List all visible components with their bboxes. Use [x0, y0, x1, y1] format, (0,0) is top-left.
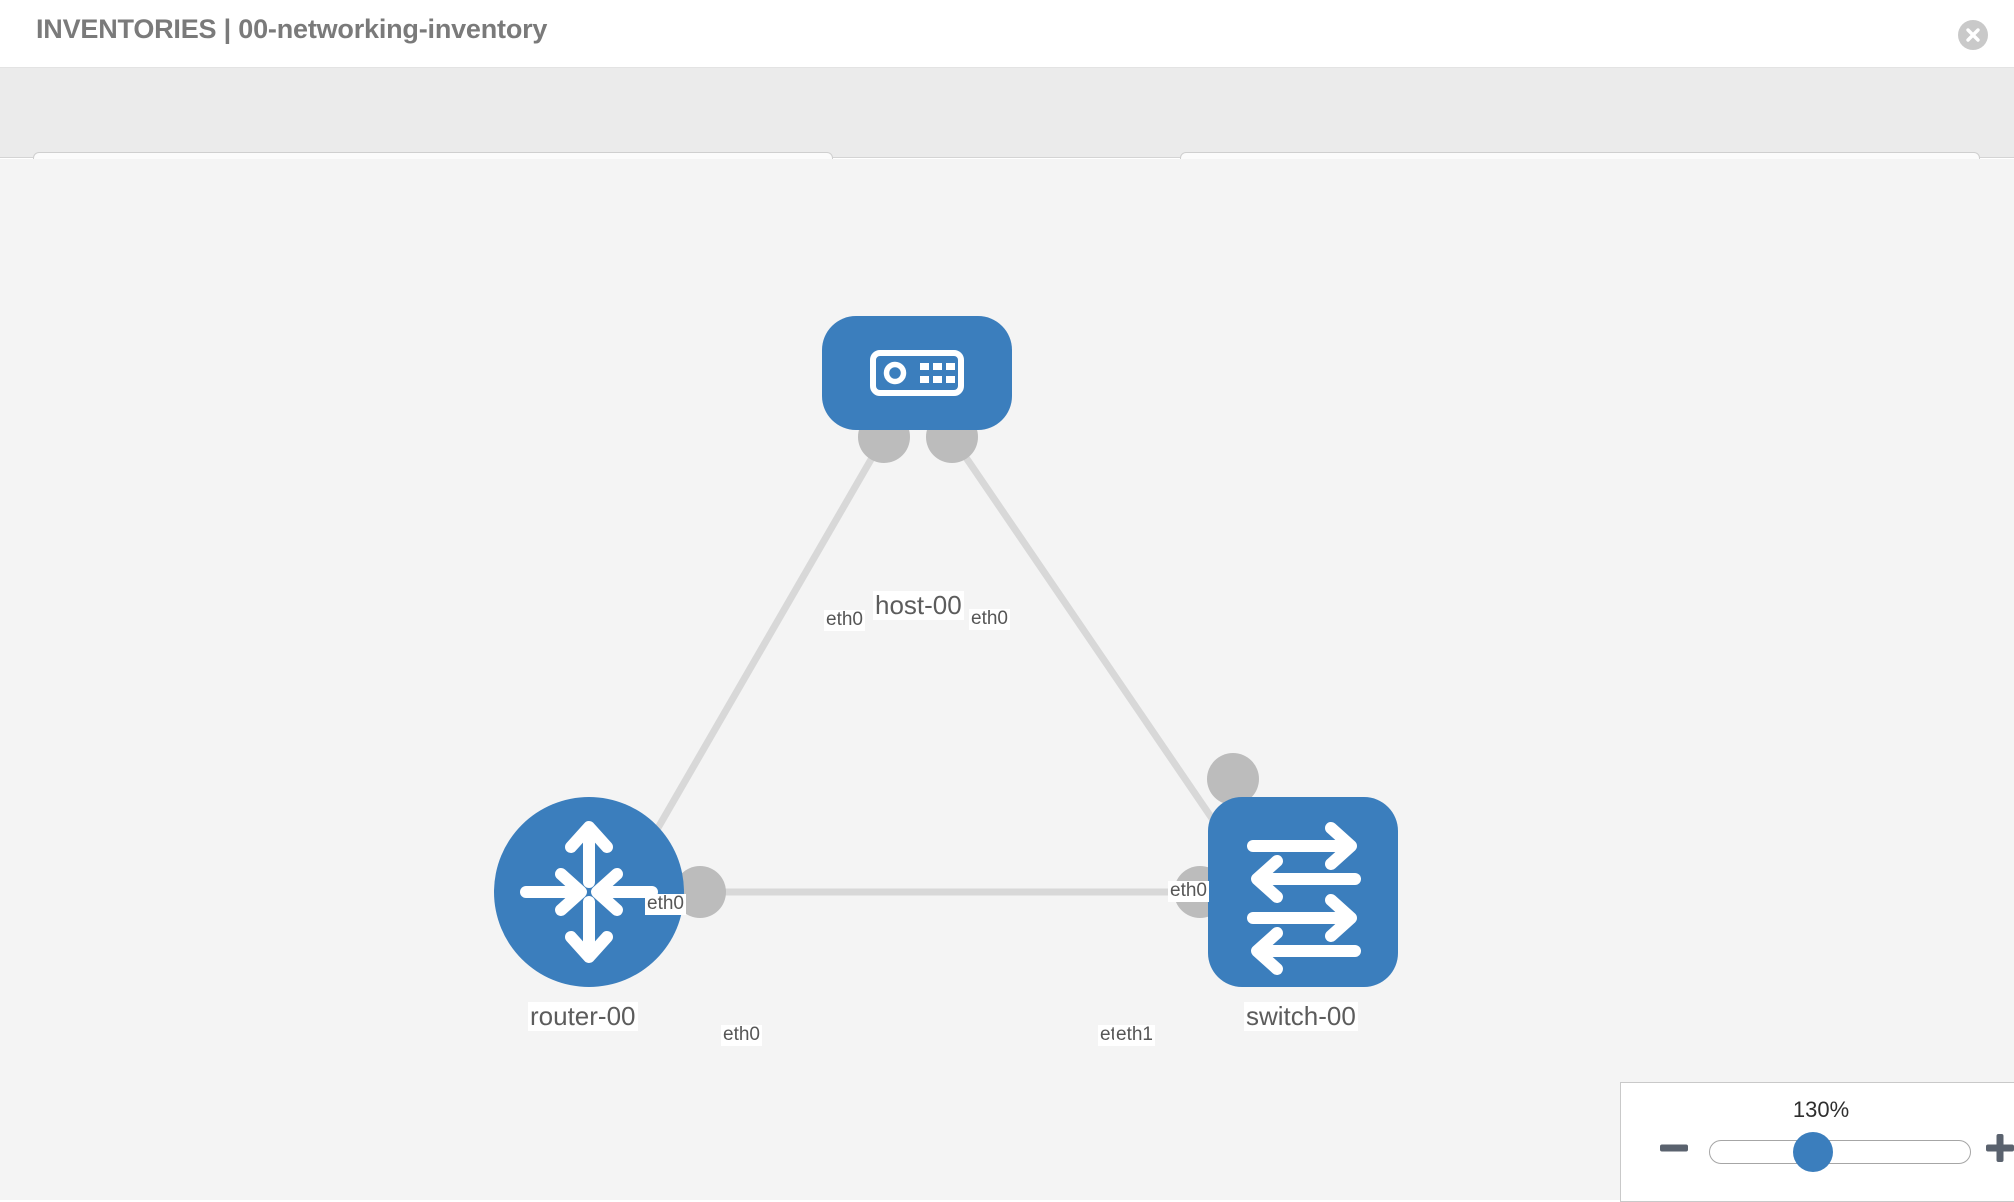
node-switch-00: [1208, 797, 1398, 987]
iface-nub-switch00-eth0: [1207, 753, 1259, 805]
toolbar: ACTIONS: [0, 68, 2014, 202]
zoom-slider-track[interactable]: [1709, 1140, 1971, 1164]
router-arrows-icon: [520, 821, 658, 963]
links-layer: [636, 435, 1229, 896]
iface-label-router00-up: eth0: [645, 893, 686, 915]
link-host00-switch00: [949, 435, 1229, 841]
link-host00-router00: [636, 435, 888, 861]
switch-arrows-icon: [1247, 822, 1361, 975]
zoom-control-panel: 130%: [1620, 1082, 2014, 1202]
node-router-00: [494, 797, 684, 987]
iface-label-switch00-up: eth0: [1168, 880, 1209, 902]
topology-graph: [494, 316, 1398, 987]
node-label-router-00: router-00: [528, 1001, 638, 1031]
page-header: INVENTORIES | 00-networking-inventory: [0, 0, 2014, 68]
minus-icon[interactable]: [1657, 1131, 1691, 1165]
close-icon[interactable]: [1958, 20, 1988, 50]
node-label-switch-00: switch-00: [1244, 1001, 1358, 1031]
node-host-00: [822, 316, 1012, 430]
page-title: INVENTORIES | 00-networking-inventory: [36, 14, 548, 44]
topology-canvas[interactable]: host-00 router-00 switch-00 eth0 eth0 et…: [0, 159, 2014, 1200]
zoom-level-label: 130%: [1792, 1097, 1850, 1122]
iface-nub-router00-eth0: [674, 866, 726, 918]
zoom-slider-thumb[interactable]: [1793, 1132, 1833, 1172]
server-icon: [870, 350, 964, 396]
plus-icon[interactable]: [1983, 1131, 2014, 1165]
iface-label-host00-right: eth0: [969, 608, 1010, 630]
node-label-host-00: host-00: [873, 590, 964, 620]
iface-label-host00-left: eth0: [824, 609, 865, 631]
interface-nubs-layer: [674, 411, 1259, 918]
iface-label-switch00-eth1: eth1: [1114, 1024, 1155, 1046]
iface-label-router00-eth0: eth0: [721, 1024, 762, 1046]
